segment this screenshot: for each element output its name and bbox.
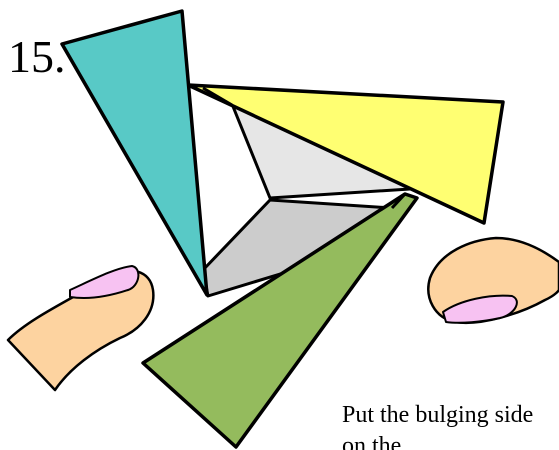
left-finger-skin — [6, 269, 155, 392]
notch-line — [390, 192, 407, 210]
finger-icon — [427, 236, 559, 324]
right-fingernail — [442, 294, 518, 324]
step-number: 15. — [8, 31, 66, 82]
teal-triangle — [60, 9, 209, 297]
finger-icon — [6, 265, 155, 392]
crease-line — [202, 86, 233, 107]
left-fingernail — [69, 265, 140, 300]
instruction-caption: Put the bulging side on the — [342, 402, 534, 450]
yellow-triangle — [186, 83, 505, 225]
inner-gray-flap — [201, 198, 394, 298]
green-triangle — [141, 192, 419, 449]
